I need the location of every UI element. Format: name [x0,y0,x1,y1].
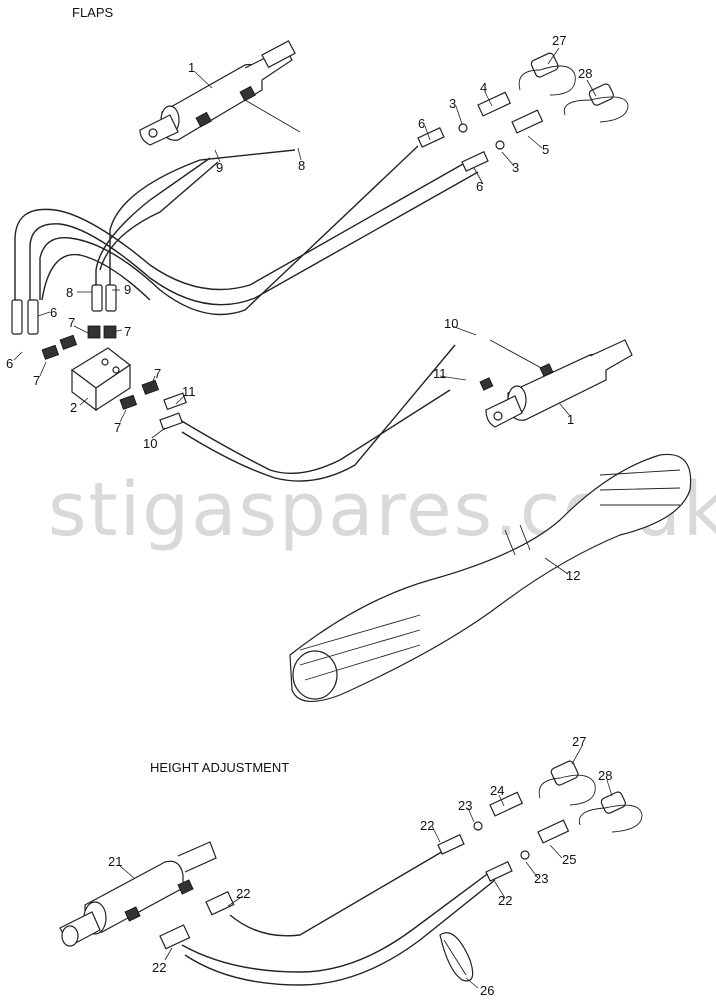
callout-8-top: 8 [298,158,305,173]
section-title-flaps: FLAPS [72,5,114,20]
callout-3-top: 3 [449,96,456,111]
callout-4: 4 [480,80,487,95]
cable-tie-26 [439,932,474,982]
cylinder-21 [59,841,217,947]
cylinder-1-right [479,339,633,428]
callout-22-bottom: 22 [152,960,166,975]
callout-7-c: 7 [33,373,40,388]
callout-8-left: 8 [66,285,73,300]
callout-21: 21 [108,854,122,869]
callout-5: 5 [542,142,549,157]
callout-6-bottom-left: 6 [6,356,13,371]
callout-7-b: 7 [124,324,131,339]
hose-sleeve-12 [289,453,692,702]
manifold-fittings [11,284,187,431]
callout-27-bottom: 27 [572,734,586,749]
callout-11-left: 11 [182,384,196,399]
callout-6-left: 6 [50,305,57,320]
callout-22-mid: 22 [236,886,250,901]
callout-23-top: 23 [458,798,472,813]
callout-10-left: 10 [143,436,157,451]
callout-7-a: 7 [68,315,75,330]
height-hoses [181,849,496,986]
callout-23-bottom: 23 [534,871,548,886]
callout-11-right: 11 [433,366,447,381]
callout-25: 25 [562,852,576,867]
callout-22-right: 22 [498,893,512,908]
callout-10-right: 10 [444,316,458,331]
callout-labels: 1 27 28 4 3 6 5 3 6 9 8 8 9 6 7 7 6 7 2 … [6,33,612,998]
callout-1-right: 1 [567,412,574,427]
callout-28-top: 28 [578,66,592,81]
callout-24: 24 [490,783,504,798]
callout-26: 26 [480,983,494,998]
callout-leaders [13,47,613,989]
cylinder-1-top [139,40,296,146]
flaps-hoses [14,99,546,482]
callout-7-d: 7 [154,366,161,381]
callout-6-mid: 6 [476,179,483,194]
callout-3-mid: 3 [512,160,519,175]
callout-12: 12 [566,568,580,583]
callout-7-e: 7 [114,420,121,435]
callout-22-top: 22 [420,818,434,833]
callout-2: 2 [70,400,77,415]
section-title-height-adjustment: HEIGHT ADJUSTMENT [150,760,289,775]
callout-9-left: 9 [124,282,131,297]
callout-1-top: 1 [188,60,195,75]
manifold-block-2 [70,347,132,412]
flaps-couplers [417,52,629,172]
callout-9-top: 9 [216,160,223,175]
callout-6-top: 6 [418,116,425,131]
callout-28-bottom: 28 [598,768,612,783]
height-couplers [159,760,643,950]
callout-27-top: 27 [552,33,566,48]
